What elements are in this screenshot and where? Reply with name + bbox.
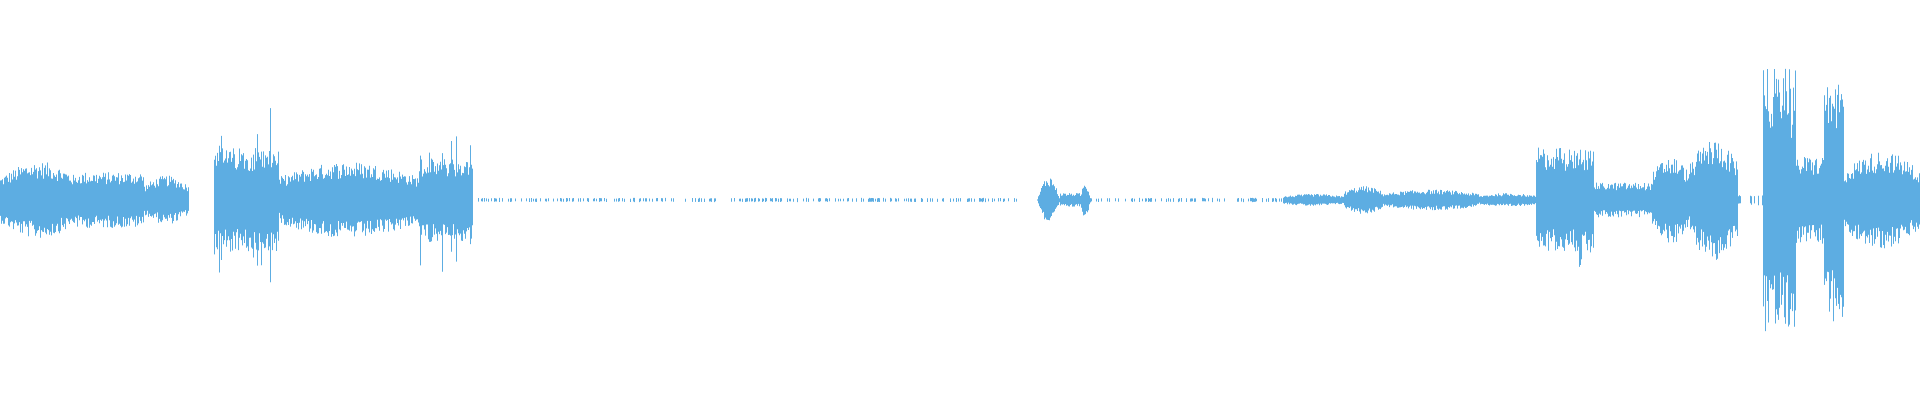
waveform-signal	[0, 68, 1920, 332]
